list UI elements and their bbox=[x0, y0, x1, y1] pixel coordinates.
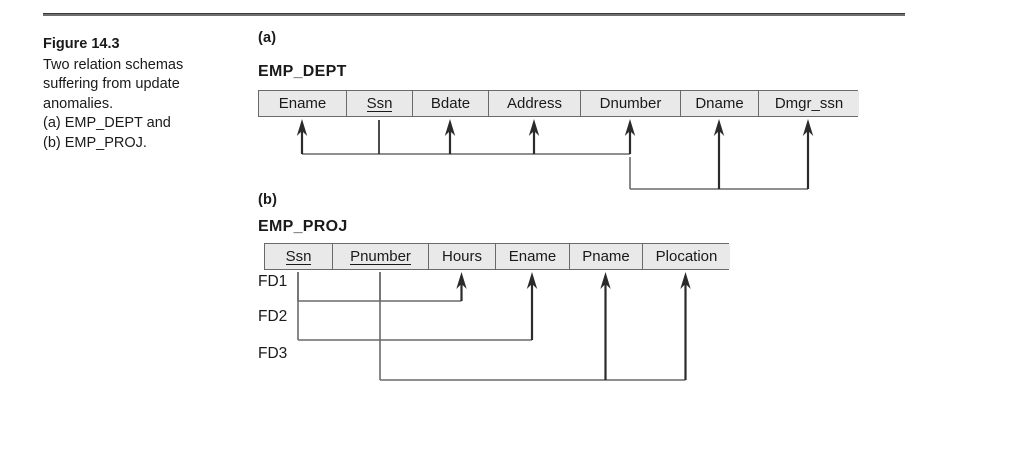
attribute-cell-pname: Pname bbox=[570, 244, 643, 269]
attribute-label: Plocation bbox=[655, 248, 718, 265]
fd-diagram-emp-dept bbox=[258, 117, 898, 192]
page-top-rule bbox=[43, 13, 905, 16]
figure-number: Figure 14.3 bbox=[43, 36, 120, 52]
attribute-cell-pnumber: Pnumber bbox=[333, 244, 429, 269]
attribute-cell-dname: Dname bbox=[681, 91, 759, 116]
attribute-cell-ename: Ename bbox=[259, 91, 347, 116]
attribute-label: Ename bbox=[508, 248, 557, 265]
attribute-cell-hours: Hours bbox=[429, 244, 496, 269]
attribute-cell-ename: Ename bbox=[496, 244, 570, 269]
part-label-b: (b) bbox=[258, 192, 278, 208]
attribute-label: Bdate bbox=[430, 95, 471, 112]
attribute-cell-bdate: Bdate bbox=[413, 91, 489, 116]
attribute-label: Pnumber bbox=[350, 247, 411, 265]
attribute-label: Ssn bbox=[285, 247, 312, 265]
schema-name-emp-proj: EMP_PROJ bbox=[258, 218, 348, 235]
attribute-cell-address: Address bbox=[489, 91, 581, 116]
relation-emp-proj: Ssn Pnumber Hours Ename Pname Plocation bbox=[264, 243, 730, 270]
caption-line-2: suffering from update bbox=[43, 76, 180, 92]
fd-diagram-emp-proj bbox=[258, 270, 758, 395]
caption-line-1: Two relation schemas bbox=[43, 56, 184, 73]
attribute-label: Hours bbox=[441, 248, 482, 265]
attribute-cell-ssn: Ssn bbox=[347, 91, 413, 116]
fd-label-fd3: FD3 bbox=[258, 345, 288, 362]
attribute-label: Dname bbox=[695, 95, 744, 112]
fd-label-fd1: FD1 bbox=[258, 273, 288, 290]
fd-label-fd2: FD2 bbox=[258, 308, 288, 325]
caption-line-4: (a) EMP_DEPT and bbox=[43, 115, 171, 131]
attribute-cell-dnumber: Dnumber bbox=[581, 91, 681, 116]
attribute-label: Dmgr_ssn bbox=[774, 95, 844, 112]
figure-caption: Figure 14.3 Two relation schemas sufferi… bbox=[43, 35, 238, 153]
part-label-a: (a) bbox=[258, 30, 277, 46]
attribute-label: Address bbox=[506, 95, 563, 112]
attribute-label: Ssn bbox=[366, 94, 393, 112]
attribute-cell-ssn: Ssn bbox=[265, 244, 333, 269]
schema-name-emp-dept: EMP_DEPT bbox=[258, 63, 347, 80]
relation-emp-dept: Ename Ssn Bdate Address Dnumber Dname Dmgr_ssn bbox=[258, 90, 859, 117]
caption-line-5: (b) EMP_PROJ. bbox=[43, 134, 147, 151]
attribute-cell-dmgr_ssn: Dmgr_ssn bbox=[759, 91, 859, 116]
attribute-cell-plocation: Plocation bbox=[643, 244, 730, 269]
attribute-label: Ename bbox=[278, 95, 327, 112]
attribute-label: Dnumber bbox=[599, 95, 662, 112]
caption-line-3: anomalies. bbox=[43, 95, 114, 112]
attribute-label: Pname bbox=[582, 248, 630, 265]
